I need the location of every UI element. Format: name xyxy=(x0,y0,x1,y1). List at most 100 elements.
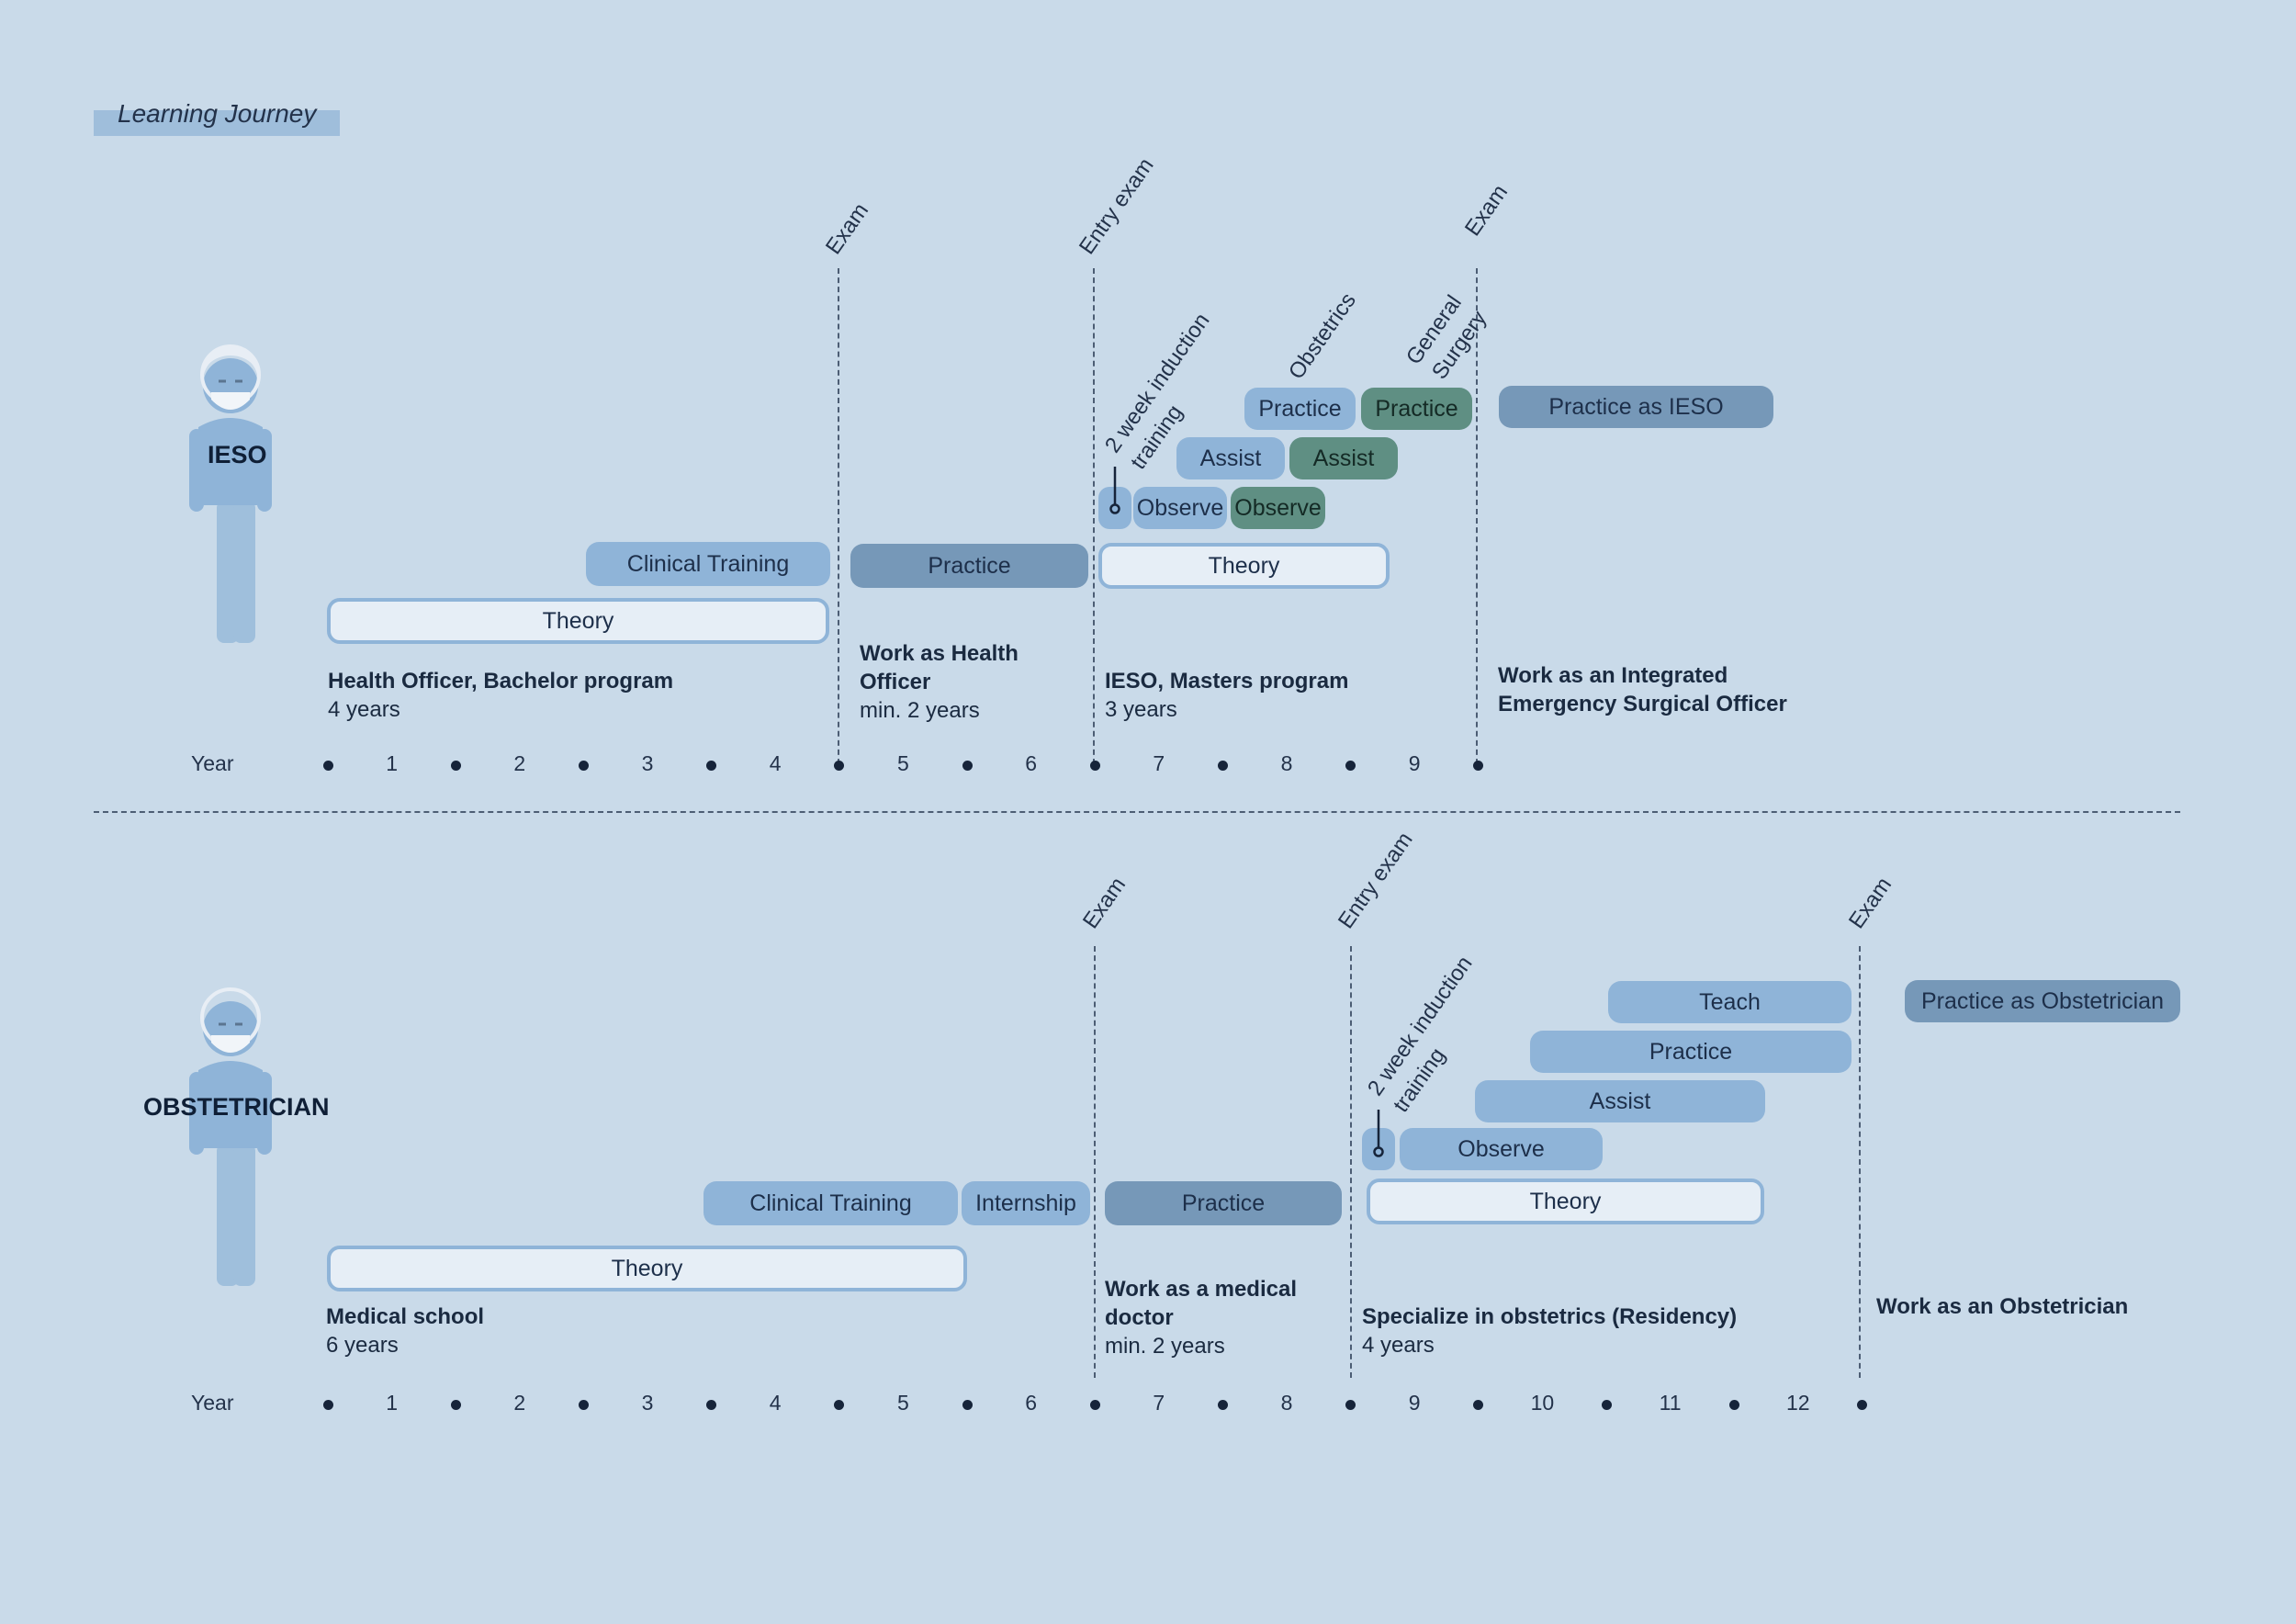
ieso-year-label: 1 xyxy=(386,751,398,775)
ieso-year-dot xyxy=(834,761,845,771)
ieso-entry-exam-line xyxy=(1093,268,1095,764)
ieso-program-masters-duration: 3 years xyxy=(1105,697,1177,722)
page-title: Learning Journey xyxy=(94,99,340,136)
obs-program-medical-school: Medical school 6 years xyxy=(326,1303,785,1359)
obs-year-dot xyxy=(1601,1400,1612,1410)
obs-exam-line-2 xyxy=(1859,946,1861,1378)
section-divider xyxy=(94,811,2180,813)
obs-exam-line-1 xyxy=(1094,946,1096,1378)
obs-internship-bar: Internship xyxy=(962,1181,1090,1225)
obs-exam-label-2: Exam xyxy=(1843,873,1897,933)
title-text: Learning Journey xyxy=(118,99,317,128)
obs-residency-theory-bar: Theory xyxy=(1367,1179,1764,1224)
ieso-practice-surgery-bar: Practice xyxy=(1361,388,1472,430)
obs-program-residency: Specialize in obstetrics (Residency) 4 y… xyxy=(1362,1303,1821,1359)
obs-year-label: 1 xyxy=(386,1391,398,1415)
ieso-program-bachelor: Health Officer, Bachelor program 4 years xyxy=(328,667,787,724)
obs-year-label: 11 xyxy=(1659,1391,1682,1415)
ieso-program-masters: IESO, Masters program 3 years xyxy=(1105,667,1472,724)
ieso-exam-label-1: Exam xyxy=(820,198,874,259)
ieso-program-health-officer-duration: min. 2 years xyxy=(860,698,980,723)
obstetrician-person-icon xyxy=(189,987,272,1286)
ieso-year-dot xyxy=(706,761,717,771)
ieso-program-work-ieso-name: Work as an Integrated Emergency Surgical… xyxy=(1498,663,1787,716)
obs-year-dot xyxy=(1728,1400,1739,1410)
obs-year-dot xyxy=(1856,1400,1867,1410)
ieso-year-label: 5 xyxy=(896,751,909,775)
obs-year-dot xyxy=(578,1400,589,1410)
obs-practice-as-obstetrician-bar: Practice as Obstetrician xyxy=(1905,980,2180,1022)
ieso-exam-line-1 xyxy=(838,268,839,764)
obs-exam-label-1: Exam xyxy=(1077,873,1131,933)
ieso-year-dot xyxy=(450,761,461,771)
obs-year-dot xyxy=(450,1400,461,1410)
ieso-year-label: 2 xyxy=(513,751,526,775)
obs-entry-exam-line xyxy=(1350,946,1352,1378)
ieso-year-label: 3 xyxy=(641,751,654,775)
obs-practice-bar: Practice xyxy=(1105,1181,1342,1225)
ieso-year-dot xyxy=(322,761,333,771)
ieso-assist-bar: Assist xyxy=(1176,437,1285,479)
obs-year-dot xyxy=(1217,1400,1228,1410)
ieso-year-label: 7 xyxy=(1153,751,1165,775)
ieso-year-label: 4 xyxy=(769,751,782,775)
title-highlight xyxy=(94,110,340,136)
ieso-program-bachelor-name: Health Officer, Bachelor program xyxy=(328,669,674,694)
obs-teach-bar: Teach xyxy=(1608,981,1851,1023)
obs-year-label: 9 xyxy=(1408,1391,1421,1415)
ieso-year-dot xyxy=(962,761,973,771)
obs-year-label: 8 xyxy=(1280,1391,1293,1415)
ieso-assist-surgery-bar: Assist xyxy=(1289,437,1398,479)
obs-program-medical-school-name: Medical school xyxy=(326,1304,485,1329)
ieso-observe-bar: Observe xyxy=(1133,487,1227,529)
ieso-practice-as-ieso-bar: Practice as IESO xyxy=(1499,386,1773,428)
obs-year-dot xyxy=(322,1400,333,1410)
obs-clinical-training-bar: Clinical Training xyxy=(703,1181,958,1225)
obs-assist-bar: Assist xyxy=(1475,1080,1765,1122)
ieso-program-masters-name: IESO, Masters program xyxy=(1105,669,1349,694)
obstetrician-role-label: OBSTETRICIAN xyxy=(143,1093,330,1121)
obs-year-dot xyxy=(1345,1400,1356,1410)
obs-year-dot xyxy=(706,1400,717,1410)
ieso-theory-bar: Theory xyxy=(327,598,829,644)
ieso-year-label: 6 xyxy=(1025,751,1037,775)
ieso-year-dot xyxy=(1217,761,1228,771)
ieso-exam-label-2: Exam xyxy=(1459,180,1514,241)
ieso-entry-exam-label: Entry exam xyxy=(1074,153,1159,259)
obs-year-axis-label: Year xyxy=(191,1391,234,1415)
obs-year-label: 2 xyxy=(513,1391,526,1415)
ieso-obstetrics-label: Obstetrics xyxy=(1283,288,1361,384)
obs-year-dot xyxy=(834,1400,845,1410)
ieso-year-dot xyxy=(1473,761,1484,771)
ieso-observe-surgery-bar: Observe xyxy=(1231,487,1325,529)
ieso-year-dot xyxy=(1089,761,1100,771)
obs-year-dot xyxy=(1473,1400,1484,1410)
ieso-program-health-officer: Work as Health Officer min. 2 years xyxy=(860,639,1052,725)
ieso-practice-obstetrics-bar: Practice xyxy=(1244,388,1356,430)
obs-program-medical-doctor: Work as a medical doctor min. 2 years xyxy=(1105,1275,1334,1360)
ieso-masters-theory-bar: Theory xyxy=(1098,543,1390,589)
obs-induction-marker-icon xyxy=(1373,1110,1384,1157)
obs-program-medical-doctor-name: Work as a medical doctor xyxy=(1105,1277,1297,1330)
obs-year-dot xyxy=(1089,1400,1100,1410)
obs-year-dot xyxy=(962,1400,973,1410)
obs-program-work-obstetrician-name: Work as an Obstetrician xyxy=(1876,1294,2129,1319)
obs-year-label: 12 xyxy=(1786,1391,1810,1415)
ieso-year-label: 9 xyxy=(1408,751,1421,775)
ieso-program-health-officer-name: Work as Health Officer xyxy=(860,641,1019,694)
obs-year-label: 10 xyxy=(1530,1391,1555,1415)
ieso-role-label: IESO xyxy=(208,441,267,468)
obs-program-residency-duration: 4 years xyxy=(1362,1333,1435,1358)
ieso-clinical-training-bar: Clinical Training xyxy=(586,542,830,586)
obs-year-label: 4 xyxy=(769,1391,782,1415)
obs-year-label: 7 xyxy=(1153,1391,1165,1415)
ieso-year-dot xyxy=(1345,761,1356,771)
obs-theory-bar: Theory xyxy=(327,1246,967,1291)
ieso-person-icon xyxy=(189,344,272,643)
obs-program-medical-school-duration: 6 years xyxy=(326,1333,399,1358)
obs-program-medical-doctor-duration: min. 2 years xyxy=(1105,1334,1225,1359)
obs-year-label: 3 xyxy=(641,1391,654,1415)
obs-program-residency-name: Specialize in obstetrics (Residency) xyxy=(1362,1304,1738,1329)
obs-practice-residency-bar: Practice xyxy=(1530,1031,1851,1073)
obs-program-work-obstetrician: Work as an Obstetrician xyxy=(1876,1292,2179,1321)
